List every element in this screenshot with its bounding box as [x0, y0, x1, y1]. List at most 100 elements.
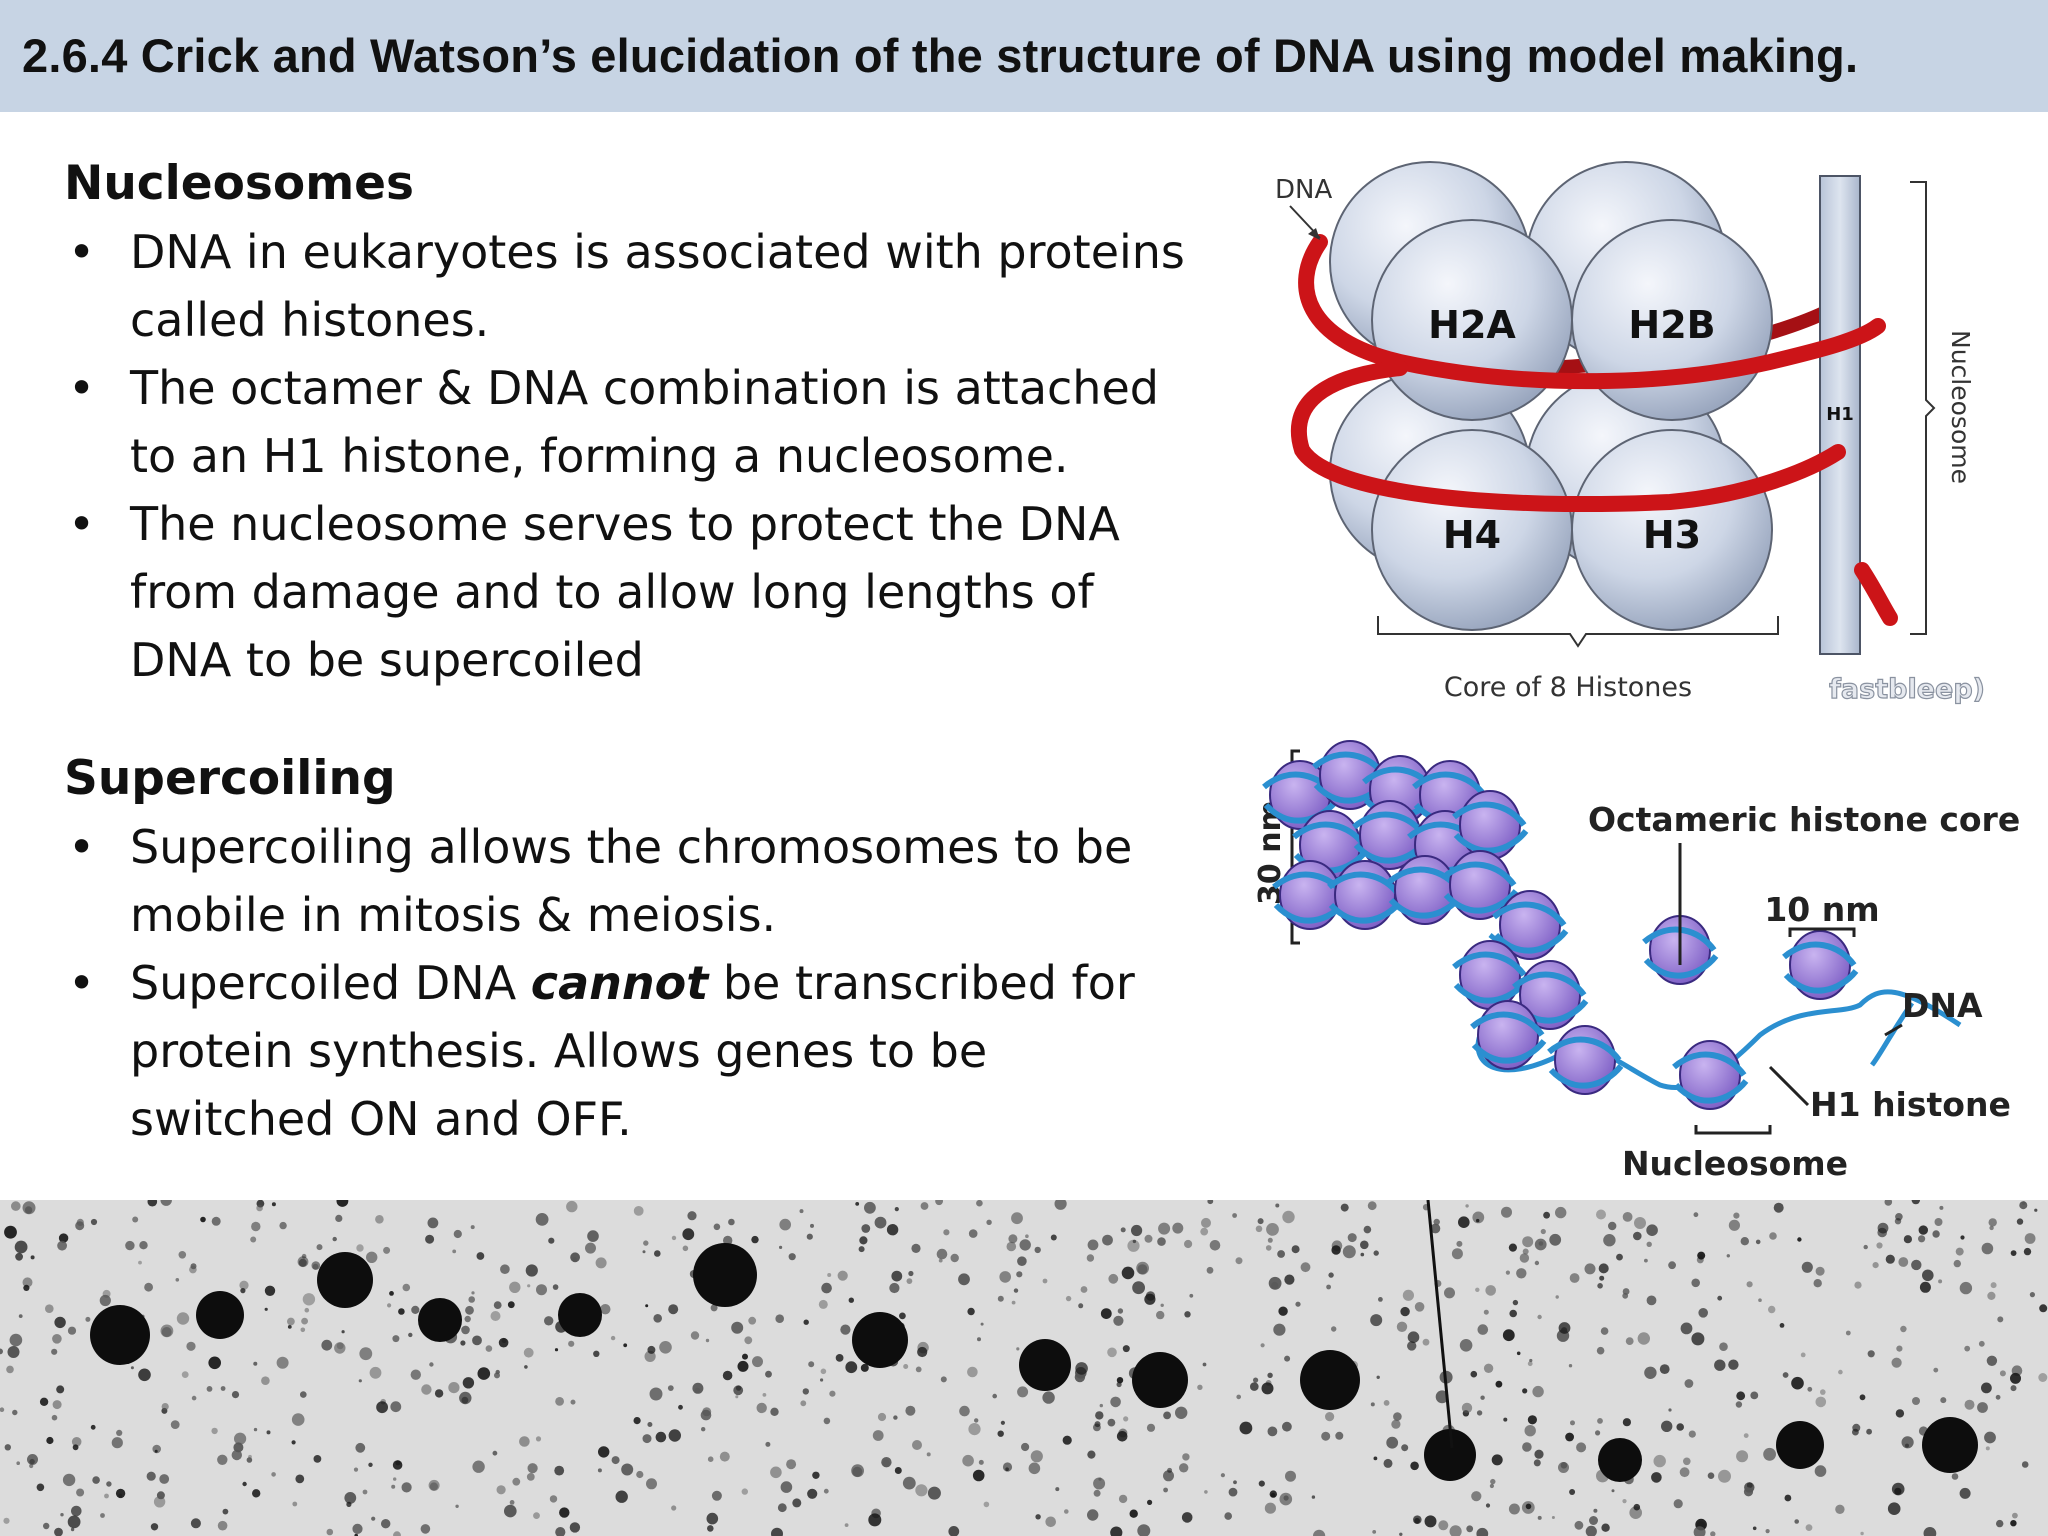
micrograph-speck [2023, 1247, 2032, 1256]
micrograph-speck [383, 1246, 391, 1254]
micrograph-speck [1444, 1287, 1455, 1299]
micrograph-speck [1360, 1252, 1365, 1257]
micrograph-speck [1835, 1504, 1845, 1514]
micrograph-speck [144, 1282, 154, 1292]
micrograph-speck [85, 1316, 91, 1322]
micrograph-speck [371, 1516, 376, 1521]
micrograph-speck [786, 1459, 797, 1470]
micrograph-speck [752, 1356, 763, 1368]
micrograph-speck [239, 1280, 249, 1290]
micrograph-speck [1011, 1212, 1023, 1225]
micrograph-speck [570, 1399, 576, 1405]
micrograph-speck [1955, 1247, 1964, 1256]
micrograph-speck [30, 1255, 35, 1260]
micrograph-speck [621, 1463, 634, 1476]
micrograph-speck [1136, 1261, 1149, 1275]
micrograph-speck [1596, 1346, 1605, 1355]
micrograph-speck [1465, 1204, 1469, 1208]
micrograph-speck [52, 1400, 62, 1410]
chromatin-diagram: 30 nm Octameric histone core 10 nm DNA H… [1253, 740, 2020, 1183]
micrograph-speck [671, 1505, 677, 1511]
micrograph-speck [1062, 1435, 1072, 1445]
micrograph-speck [1120, 1227, 1126, 1233]
micrograph-speck [723, 1235, 733, 1246]
micrograph-speck [362, 1489, 368, 1495]
micrograph-speck [649, 1387, 663, 1401]
micrograph-speck [1852, 1428, 1859, 1436]
micrograph-speck [1934, 1218, 1943, 1226]
micrograph-speck [1264, 1502, 1276, 1514]
bullet-text: The nucleosome serves to protect the DNA… [130, 497, 1120, 687]
micrograph-speck [915, 1484, 928, 1497]
micrograph-speck [1160, 1303, 1164, 1307]
micrograph-speck [1540, 1228, 1546, 1235]
micrograph-speck [276, 1356, 289, 1369]
supercoiling-heading: Supercoiling [64, 751, 396, 806]
micrograph-speck [1209, 1240, 1221, 1251]
micrograph-grain [0, 1200, 2048, 1536]
micrograph-speck [1599, 1275, 1605, 1281]
micrograph-speck [266, 1430, 271, 1435]
micrograph-speck [1845, 1330, 1851, 1336]
nucleosome-disc [1470, 1000, 1547, 1070]
micrograph-speck [369, 1366, 382, 1379]
micrograph-speck [1800, 1352, 1806, 1358]
micrograph-speck [1996, 1519, 2004, 1528]
micrograph-speck [936, 1248, 948, 1260]
micrograph-speck [882, 1459, 890, 1468]
micrograph-speck [1407, 1341, 1417, 1351]
micrograph-speck [1424, 1515, 1437, 1528]
bullet-text: The octamer & DNA combination is attache… [130, 361, 1159, 483]
micrograph-speck [67, 1326, 77, 1335]
micrograph-speck [569, 1522, 581, 1533]
nucleosome-bracket [1694, 1125, 1772, 1135]
micrograph-speck [392, 1335, 400, 1343]
micrograph-speck [1895, 1213, 1903, 1221]
micrograph-speck [1815, 1396, 1827, 1408]
micrograph-speck [460, 1340, 466, 1346]
micrograph-speck [1534, 1260, 1540, 1266]
micrograph-speck [1981, 1242, 1994, 1255]
micrograph-speck [1585, 1525, 1597, 1536]
micrograph-speck [1885, 1254, 1895, 1264]
micrograph-speck [1508, 1243, 1517, 1252]
micrograph-speck [642, 1434, 652, 1444]
micrograph-speck [1569, 1273, 1580, 1283]
micrograph-speck [1116, 1377, 1124, 1384]
micrograph-speck [62, 1473, 76, 1487]
micrograph-speck [742, 1353, 748, 1360]
micrograph-pointer-line [1426, 1200, 1454, 1449]
micrograph-speck [1503, 1417, 1508, 1422]
micrograph-speck [642, 1250, 646, 1254]
micrograph-speck [170, 1420, 180, 1429]
micrograph-speck [948, 1526, 960, 1536]
micrograph-speck [902, 1476, 916, 1490]
micrograph-speck [1370, 1314, 1383, 1327]
micrograph-speck [175, 1278, 180, 1282]
micrograph-speck [1372, 1530, 1377, 1534]
micrograph-speck [1386, 1436, 1399, 1449]
micrograph-speck [421, 1384, 432, 1395]
micrograph-speck [1175, 1406, 1188, 1419]
micrograph-speck [647, 1422, 653, 1427]
micrograph-bead [1019, 1339, 1071, 1391]
micrograph-speck [1527, 1415, 1537, 1425]
micrograph-speck [261, 1376, 270, 1385]
micrograph-speck [611, 1456, 620, 1465]
micrograph-speck [744, 1336, 753, 1345]
micrograph-speck [1595, 1430, 1601, 1436]
micrograph-speck [1895, 1409, 1905, 1418]
list-item: •The nucleosome serves to protect the DN… [64, 490, 1194, 694]
micrograph-speck [0, 1407, 5, 1412]
micrograph-speck [1189, 1293, 1194, 1298]
micrograph-speck [231, 1449, 242, 1461]
micrograph-speck [1697, 1251, 1706, 1260]
micrograph-speck [1116, 1431, 1128, 1442]
micrograph-speck [845, 1361, 858, 1374]
micrograph-speck [476, 1252, 485, 1260]
micrograph-speck [525, 1264, 538, 1277]
micrograph-speck [452, 1249, 457, 1254]
micrograph-speck [1988, 1218, 1997, 1227]
micrograph-speck [1400, 1306, 1410, 1317]
micrograph-speck [1282, 1421, 1292, 1432]
